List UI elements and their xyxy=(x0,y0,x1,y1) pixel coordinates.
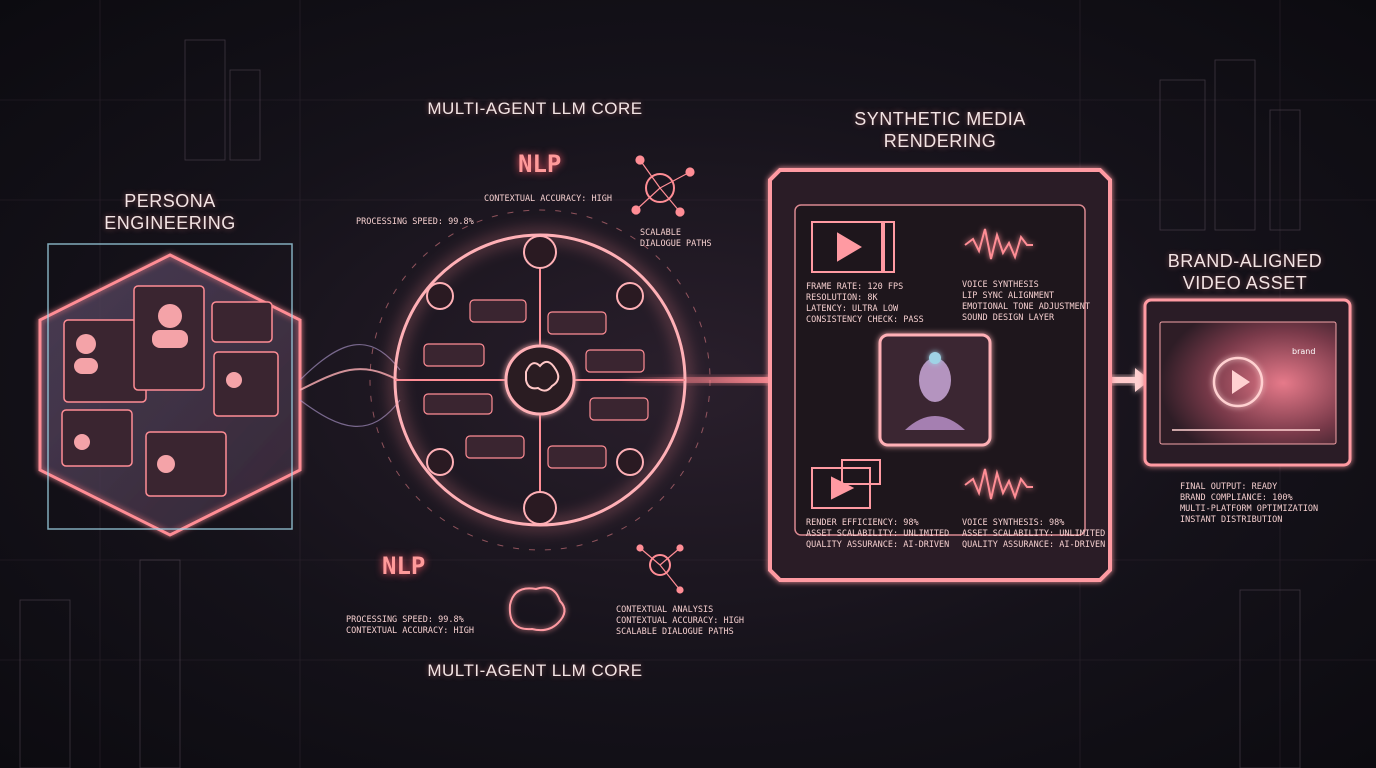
llm-core-title-bottom: MULTI-AGENT LLM CORE xyxy=(427,661,643,680)
dialogue-bubble xyxy=(547,445,607,469)
llm-core-title-top: MULTI-AGENT LLM CORE xyxy=(427,99,643,118)
agent-node-bottom-right xyxy=(616,448,644,476)
nlp-label-bottom: NLP xyxy=(382,552,426,580)
user-profile-icon xyxy=(76,334,96,354)
profile-card-bottom xyxy=(61,409,227,497)
audio-stat: QUALITY ASSURANCE: AI-DRIVEN xyxy=(962,540,1106,550)
agent-node-bottom-left xyxy=(426,448,454,476)
video-stat: QUALITY ASSURANCE: AI-DRIVEN xyxy=(806,540,950,550)
city-wireframe-left xyxy=(19,39,261,768)
audio-spec: VOICE SYNTHESIS xyxy=(962,280,1039,290)
llm-bottom-note: CONTEXTUAL ACCURACY: HIGH xyxy=(346,626,474,636)
dialogue-bubble xyxy=(423,393,493,415)
dialogue-bubble xyxy=(547,311,607,335)
video-spec: CONSISTENCY CHECK: PASS xyxy=(806,315,924,325)
video-spec: RESOLUTION: 8K xyxy=(806,293,878,303)
video-specs-list: FRAME RATE: 120 FPS RESOLUTION: 8K LATEN… xyxy=(806,282,924,326)
profile-card-right xyxy=(211,301,279,417)
user-icon-bottom xyxy=(74,434,90,450)
llm-bottom-note: PROCESSING SPEED: 99.8% xyxy=(346,615,464,625)
llm-bottom-right-note: CONTEXTUAL ACCURACY: HIGH xyxy=(616,616,744,626)
video-stack-icon xyxy=(811,459,881,509)
video-stat: RENDER EFFICIENCY: 98% xyxy=(806,518,919,528)
llm-bottom-right-note: CONTEXTUAL ANALYSIS xyxy=(616,605,714,615)
audio-spec: EMOTIONAL TONE ADJUSTMENT xyxy=(962,302,1090,312)
output-note: BRAND COMPLIANCE: 100% xyxy=(1180,493,1293,503)
video-stat: ASSET SCALABILITY: UNLIMITED xyxy=(806,529,950,539)
output-note: MULTI-PLATFORM OPTIMIZATION xyxy=(1180,504,1319,514)
dialogue-bubble xyxy=(585,349,645,373)
city-wireframe-right xyxy=(1159,59,1301,768)
nlp-label-top: NLP xyxy=(518,150,562,178)
audio-waveform-icon-bottom xyxy=(964,468,1033,500)
contextual-accuracy-label: CONTEXTUAL ACCURACY: HIGH xyxy=(484,194,612,204)
audio-spec: SOUND DESIGN LAYER xyxy=(962,313,1055,323)
llm-bottom-notes: PROCESSING SPEED: 99.8% CONTEXTUAL ACCUR… xyxy=(346,615,474,637)
profile-card xyxy=(63,319,147,403)
agent-node-top xyxy=(523,235,557,269)
llm-bottom-right-notes: CONTEXTUAL ANALYSIS CONTEXTUAL ACCURACY:… xyxy=(616,605,744,638)
dialogue-bubble xyxy=(589,397,649,421)
rendering-title-line2: RENDERING xyxy=(883,131,997,151)
output-video-panel xyxy=(1143,298,1352,467)
brain-icon-bottom xyxy=(508,586,566,632)
dialogue-bubble xyxy=(465,435,525,459)
output-title: BRAND-ALIGNED VIDEO ASSET xyxy=(1160,250,1330,294)
video-stats-list: RENDER EFFICIENCY: 98% ASSET SCALABILITY… xyxy=(806,518,949,551)
user-avatar-icon xyxy=(158,304,182,328)
llm-core-circle xyxy=(369,209,711,551)
scalable-line1: SCALABLE xyxy=(640,228,681,238)
profile-card-main xyxy=(133,285,205,391)
output-title-line2: VIDEO ASSET xyxy=(1182,273,1308,293)
play-icon xyxy=(1232,370,1250,394)
dialogue-bubble xyxy=(469,299,527,323)
persona-title-line2: ENGINEERING xyxy=(104,213,236,233)
rendering-title-line1: SYNTHETIC MEDIA xyxy=(854,109,1026,129)
brand-tag: brand xyxy=(1292,347,1316,356)
network-icon xyxy=(631,155,695,217)
network-icon-bottom xyxy=(636,544,684,594)
processing-speed-label: PROCESSING SPEED: 99.8% xyxy=(356,217,474,227)
scalable-line2: DIALOGUE PATHS xyxy=(640,239,712,249)
video-film-icon xyxy=(811,221,895,273)
persona-engineering-panel xyxy=(38,243,302,537)
agent-node-top-right xyxy=(616,282,644,310)
video-spec: LATENCY: ULTRA LOW xyxy=(806,304,899,314)
flow-arrow-icon xyxy=(1135,368,1150,392)
scalable-paths-label: SCALABLE DIALOGUE PATHS xyxy=(640,228,712,250)
agent-node-bottom xyxy=(523,491,557,525)
audio-stat: ASSET SCALABILITY: UNLIMITED xyxy=(962,529,1106,539)
audio-spec: LIP SYNC ALIGNMENT xyxy=(962,291,1055,301)
rendering-frame xyxy=(768,140,1112,640)
audio-waveform-icon xyxy=(964,228,1033,260)
persona-title: PERSONA ENGINEERING xyxy=(90,190,250,234)
user-icon-right xyxy=(226,372,242,388)
audio-specs-list: VOICE SYNTHESIS LIP SYNC ALIGNMENT EMOTI… xyxy=(962,280,1090,324)
output-title-line1: BRAND-ALIGNED xyxy=(1167,251,1323,271)
persona-title-line1: PERSONA xyxy=(124,191,216,211)
output-notes-list: FINAL OUTPUT: READY BRAND COMPLIANCE: 10… xyxy=(1180,482,1318,526)
dialogue-bubble xyxy=(423,343,485,367)
output-note: INSTANT DISTRIBUTION xyxy=(1180,515,1283,525)
rendering-title: SYNTHETIC MEDIA RENDERING xyxy=(840,108,1040,152)
audio-stat: VOICE SYNTHESIS: 98% xyxy=(962,518,1065,528)
audio-stats-list: VOICE SYNTHESIS: 98% ASSET SCALABILITY: … xyxy=(962,518,1105,551)
brain-icon xyxy=(525,360,560,392)
agent-node-top-left xyxy=(426,282,454,310)
llm-bottom-right-note: SCALABLE DIALOGUE PATHS xyxy=(616,627,734,637)
output-note: FINAL OUTPUT: READY xyxy=(1180,482,1278,492)
user-icon-bottom-right xyxy=(157,455,175,473)
video-spec: FRAME RATE: 120 FPS xyxy=(806,282,904,292)
avatar-head-icon xyxy=(905,352,965,430)
